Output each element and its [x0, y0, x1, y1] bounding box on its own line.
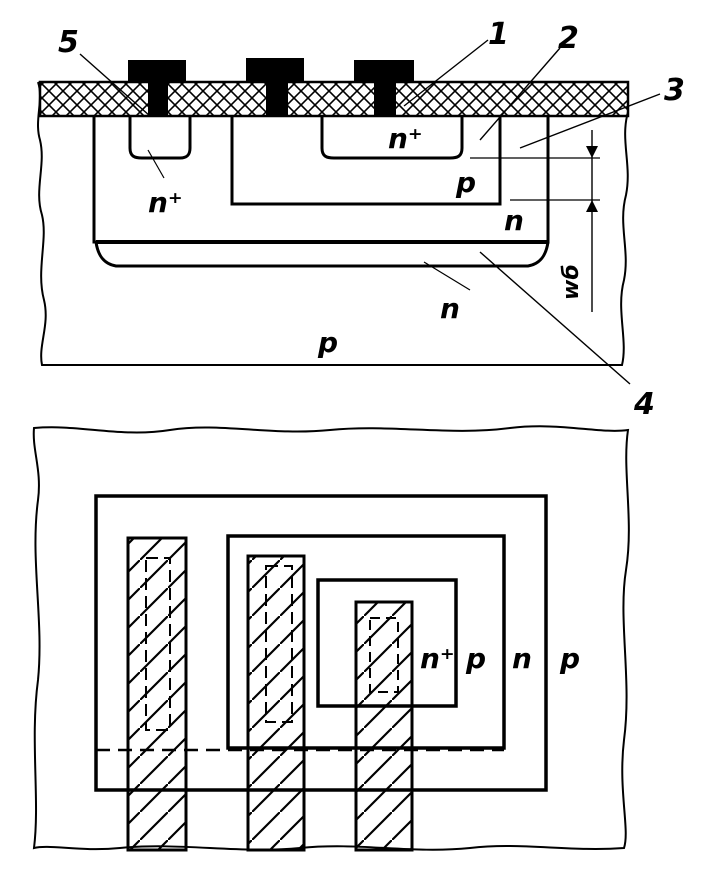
metal-strip-emitter — [354, 600, 414, 852]
top-view — [32, 425, 630, 852]
label-p-base: p — [455, 166, 476, 199]
substrate-outline — [37, 81, 629, 366]
n-plus-emitter — [320, 116, 464, 160]
contact-window-collector — [145, 557, 171, 731]
p-base-region — [230, 116, 502, 206]
label-n-plus-emitter: n⁺ — [388, 122, 423, 155]
label-top-n: n — [512, 642, 532, 675]
label-top-p-outer: p — [559, 642, 580, 675]
callout-1: 1 — [488, 17, 509, 52]
callout-4: 4 — [633, 387, 655, 422]
n-plus-collector-contact — [128, 116, 192, 160]
dimension-label-wb: wб — [559, 264, 584, 300]
top-view-frame — [32, 425, 630, 851]
oxide-layer — [38, 80, 630, 118]
label-n-plus-left: n⁺ — [148, 186, 183, 219]
n-buried-layer — [94, 241, 550, 268]
metal-strip-base — [246, 554, 306, 852]
label-top-n-plus: n⁺ — [420, 642, 455, 675]
contact-window-emitter — [369, 617, 399, 693]
label-top-p: p — [465, 642, 486, 675]
callout-2: 2 — [558, 21, 579, 56]
label-p-substrate: p — [317, 326, 338, 359]
callout-5: 5 — [58, 25, 79, 60]
cross-section — [37, 39, 661, 385]
metal-contact-right — [354, 60, 414, 116]
label-n-buried: n — [440, 292, 460, 325]
metal-strip-collector — [126, 536, 188, 852]
label-n-collector: n — [504, 204, 524, 237]
metal-contact-middle — [246, 58, 304, 116]
callout-3: 3 — [664, 73, 685, 108]
metal-contact-left — [128, 60, 186, 116]
